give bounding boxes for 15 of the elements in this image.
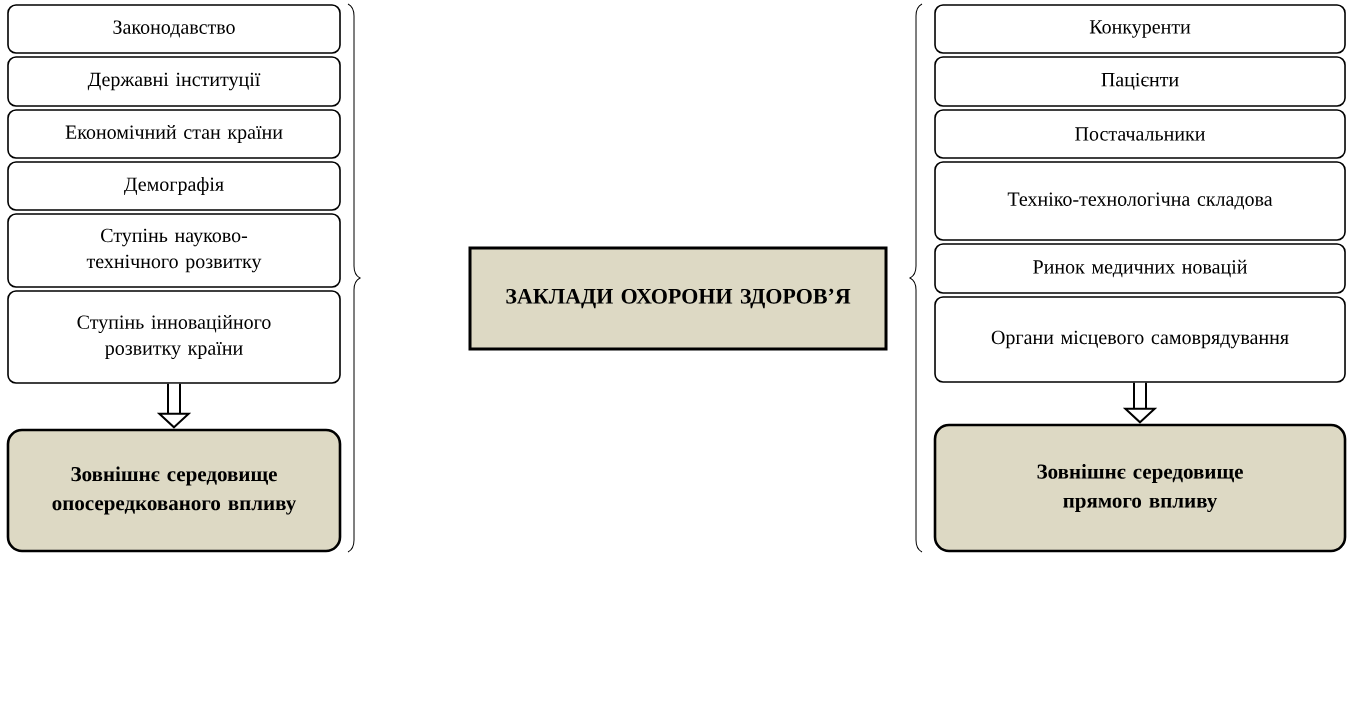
box: Ринок медичних новацій (934, 243, 1346, 294)
key-box: Зовнішнє середовище прямого впливу (933, 423, 1347, 553)
box: Постачальники (934, 109, 1346, 159)
box: Ступінь науково-технічного розвитку (7, 213, 341, 288)
box: Державні інституції (7, 56, 341, 107)
center-box: ЗАКЛАДИ ОХОРОНИ ЗДОРОВ’Я (468, 246, 888, 351)
box: Техніко-технологічна складова (934, 161, 1346, 241)
box: Пацієнти (934, 56, 1346, 107)
box: Ступінь інноваційного розвитку країни (7, 290, 341, 384)
box: Органи місцевого самоврядування (934, 296, 1346, 383)
box: Законодавство (7, 4, 341, 54)
box: Демографія (7, 161, 341, 211)
box: Економічний стан країни (7, 109, 341, 159)
key-box: Зовнішнє середовище опосередкованого впливу (6, 428, 342, 553)
box: Конкуренти (934, 4, 1346, 54)
